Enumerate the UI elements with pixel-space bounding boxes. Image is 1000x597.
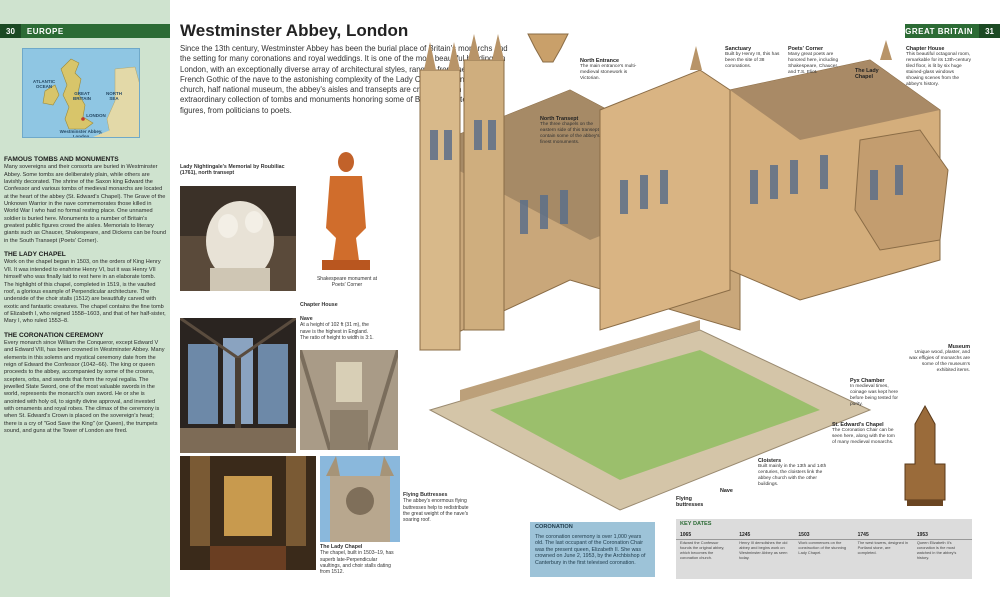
right-section-title: GREAT BRITAIN	[905, 26, 974, 36]
photo-chapter-house	[180, 318, 296, 453]
callout-lady-chapel: The Lady Chapel	[855, 68, 893, 80]
callout-pyx-chamber: Pyx Chamber In medieval times, coinage w…	[850, 378, 902, 408]
caption-nave: Nave At a height of 102 ft (31 m), the n…	[300, 316, 378, 341]
callout-lady-chapel-title: The Lady Chapel	[855, 68, 879, 80]
photo-flying-buttresses	[320, 456, 400, 542]
map-label-sea: NORTH SEA	[106, 91, 122, 101]
callout-cloisters-body: Built mainly in the 13th and 14th centur…	[758, 464, 827, 487]
locator-map-graphic	[23, 49, 139, 137]
map-label-country: GREAT BRITAIN	[73, 91, 91, 101]
callout-chapter-house-body: This beautiful octagonal room, remarkabl…	[906, 52, 972, 87]
callout-north-entrance-title: North Entrance	[580, 58, 619, 64]
caption-nightingale-title: Lady Nightingale's Memorial by Roubiliac…	[180, 164, 285, 177]
key-date-year: 1745	[857, 532, 869, 538]
section-heading-lady-chapel: THE LADY CHAPEL	[4, 251, 66, 259]
photo-nightingale-memorial	[180, 186, 296, 291]
key-dates-heading: KEY DATES	[680, 521, 712, 527]
callout-chapter-house-title: Chapter House	[906, 46, 945, 52]
caption-nave-title: Nave	[300, 316, 313, 322]
section-heading-coronation: THE CORONATION CEREMONY	[4, 331, 104, 339]
caption-lady-chapel-body: The chapel, built in 1503–19, has superb…	[320, 550, 394, 576]
callout-cloisters-title: Cloisters	[758, 458, 782, 464]
section-heading-tombs: FAMOUS TOMBS AND MONUMENTS	[4, 156, 119, 163]
caption-flying-buttresses: Flying Buttresses The abbey's enormous f…	[403, 492, 475, 523]
photo-nave	[300, 350, 398, 450]
caption-lady-chapel: The Lady Chapel The chapel, built in 150…	[320, 544, 398, 575]
caption-nave-body: At a height of 102 ft (31 m), the nave i…	[300, 322, 374, 341]
right-page-header: GREAT BRITAIN 31	[905, 24, 1000, 38]
map-label-site: Westminster Abbey, London	[59, 129, 103, 138]
coronation-body: The coronation ceremony is over 1,000 ye…	[535, 533, 646, 566]
callout-poets-corner: Poets' Corner Many great poets are honor…	[788, 46, 846, 76]
key-date-text: Henry III demolishes the old abbey and b…	[739, 540, 788, 560]
callout-pyx-chamber-title: Pyx Chamber	[850, 378, 885, 384]
key-dates-box: KEY DATES 1065 1245 1503 1745 1953 Edwar…	[676, 519, 972, 579]
key-date-text: Work commences on the construction of th…	[798, 540, 846, 555]
callout-st-edwards-title: St. Edward's Chapel	[832, 422, 884, 428]
section-body-coronation: Every monarch since William the Conquero…	[4, 339, 165, 435]
key-date-year: 1065	[680, 532, 692, 538]
left-page-header: 30 EUROPE	[0, 24, 170, 38]
callout-cloisters: Cloisters Built mainly in the 13th and 1…	[758, 458, 828, 488]
callout-nave-title: Nave	[720, 488, 733, 494]
key-date-year: 1503	[798, 532, 810, 538]
callout-chapter-house: Chapter House This beautiful octagonal r…	[906, 46, 972, 88]
callout-north-transept-body: The three chapels on the eastern side of…	[540, 122, 600, 145]
callout-sanctuary-title: Sanctuary	[725, 46, 752, 52]
callout-sanctuary: Sanctuary Built by Henry III, this has b…	[725, 46, 783, 70]
key-date-text: Edward the Confessor founds the original…	[680, 540, 725, 560]
callout-north-entrance-body: The main entrance's multi-medieval stone…	[580, 64, 637, 81]
left-section-title: EUROPE	[26, 26, 64, 36]
caption-shakespeare: Shakespeare monument at Poets' Corner	[316, 276, 378, 289]
caption-chapter-house: Chapter House	[300, 302, 380, 308]
callout-museum-body: Unique wood, plaster, and wax effigies o…	[909, 350, 970, 373]
callout-flying-buttresses: Flying buttresses	[676, 496, 716, 508]
key-date-text: Queen Elizabeth II's coronation is the m…	[916, 540, 957, 560]
callout-sanctuary-body: Built by Henry III, this has been the si…	[725, 52, 780, 69]
callout-north-transept-title: North Transept	[540, 116, 579, 122]
callout-poets-corner-body: Many great poets are honored here, inclu…	[788, 52, 839, 75]
callout-pyx-chamber-body: In medieval times, coinage was kept here…	[850, 384, 899, 407]
key-date-year: 1953	[916, 532, 928, 538]
key-dates-divider	[676, 539, 972, 540]
intro-paragraph: Since the 13th century, Westminster Abbe…	[180, 44, 508, 115]
callout-st-edwards-chapel: St. Edward's Chapel The Coronation Chair…	[832, 422, 902, 446]
key-dates-years: 1065 1245 1503 1745 1953	[676, 532, 972, 539]
caption-shakespeare-body: Shakespeare monument at Poets' Corner	[316, 276, 378, 289]
section-body-lady-chapel: Work on the chapel began in 1503, on the…	[4, 259, 166, 325]
callout-museum-title: Museum	[948, 344, 970, 350]
callout-flying-buttresses-title: Flying buttresses	[676, 496, 704, 508]
key-date-text: The west towers, designed in Portland st…	[857, 540, 908, 555]
callout-poets-corner-title: Poets' Corner	[788, 46, 824, 52]
caption-nightingale: Lady Nightingale's Memorial by Roubiliac…	[180, 164, 300, 177]
left-page-number: 30	[0, 24, 21, 38]
caption-flying-buttresses-title: Flying Buttresses	[403, 492, 448, 498]
caption-flying-buttresses-body: The abbey's enormous flying buttresses h…	[403, 498, 469, 524]
key-date-year: 1245	[739, 532, 751, 538]
callout-north-transept: North Transept The three chapels on the …	[540, 116, 602, 146]
map-label-ocean: ATLANTIC OCEAN	[32, 79, 56, 89]
sidebar-text: FAMOUS TOMBS AND MONUMENTS Many sovereig…	[4, 152, 166, 441]
right-page-number: 31	[979, 24, 1000, 38]
map-label-city: LONDON	[86, 113, 106, 118]
callout-nave: Nave	[720, 488, 750, 494]
photo-coronation-chair	[895, 404, 955, 508]
callout-north-entrance: North Entrance The main entrance's multi…	[580, 58, 642, 82]
callout-museum: Museum Unique wood, plaster, and wax eff…	[908, 344, 970, 374]
key-dates-texts: Edward the Confessor founds the original…	[676, 540, 972, 561]
section-body-tombs: Many sovereigns and their consorts are b…	[4, 164, 167, 244]
abbey-cutaway-illustration	[400, 30, 960, 520]
page-title: Westminster Abbey, London	[180, 21, 409, 40]
callout-st-edwards-body: The Coronation Chair can be seen here, a…	[832, 428, 900, 445]
photo-pinnacle-detail	[523, 30, 573, 66]
photo-shakespeare-monument	[316, 148, 376, 273]
coronation-heading: CORONATION	[535, 524, 573, 530]
caption-lady-chapel-title: The Lady Chapel	[320, 544, 363, 550]
locator-map: ATLANTIC OCEAN GREAT BRITAIN NORTH SEA L…	[22, 48, 140, 138]
photo-lady-chapel	[180, 456, 316, 570]
caption-chapter-house-title: Chapter House	[300, 302, 338, 308]
coronation-box: CORONATION The coronation ceremony is ov…	[530, 522, 655, 577]
